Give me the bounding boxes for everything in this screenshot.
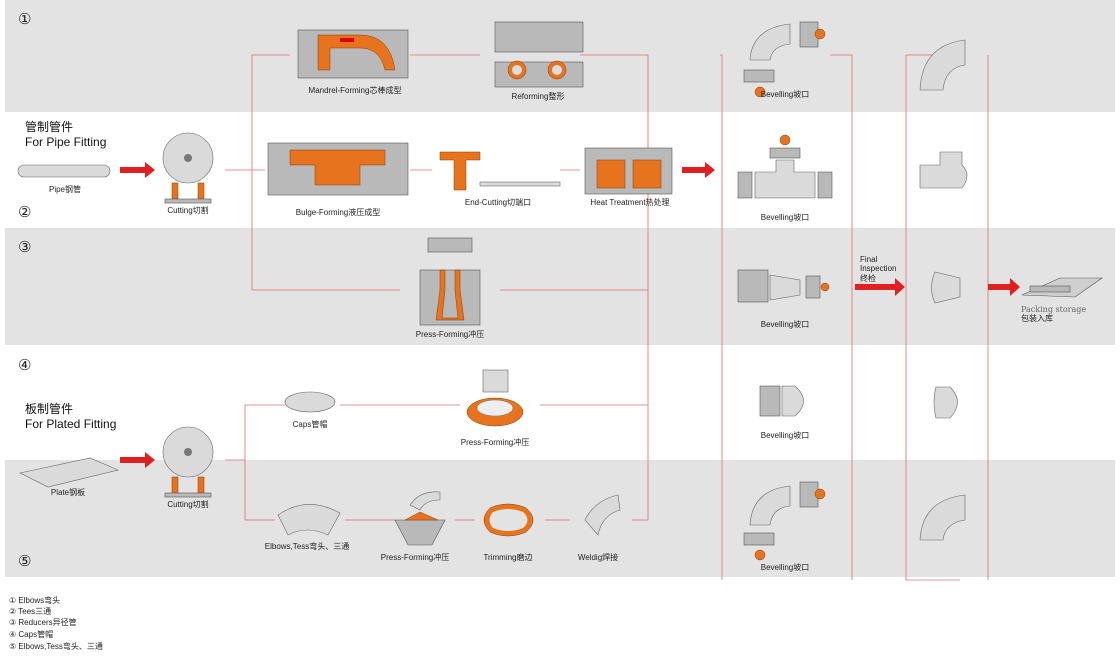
welding-image [584, 494, 621, 536]
press-forming-machine-1 [419, 237, 481, 326]
label-heat-treatment: Heat Treatment热处理 [590, 197, 669, 207]
final-reducer [931, 271, 961, 304]
trimming-inner [489, 509, 528, 531]
label-cutting-2: Cutting切割 [167, 499, 208, 509]
label-end-cutting: End-Cutting切端口 [465, 197, 531, 207]
label-final-2: Inspection [860, 264, 896, 273]
label-press-forming-3: Press-Forming冲压 [381, 552, 449, 562]
row-number-5: ⑤ [18, 553, 31, 570]
press-forming-machine-2 [466, 369, 524, 427]
arrow-icon [988, 278, 1020, 296]
row-number-4: ④ [18, 357, 31, 374]
label-elbows-tees: Elbows,Tess弯头、三通 [265, 541, 349, 551]
arrow-icon [855, 278, 905, 296]
plate-header-en: For Plated Fitting [25, 417, 116, 431]
label-welding: Weldig焊接 [578, 552, 618, 562]
pipe-header-cn: 管制管件 [25, 119, 73, 134]
arrow-icon [120, 162, 155, 178]
label-final-3: 终检 [860, 273, 876, 283]
final-cap [933, 386, 958, 419]
end-cutting-image [439, 151, 561, 191]
label-cutting-1: Cutting切割 [167, 205, 208, 215]
packing-storage-box [1021, 277, 1103, 298]
press-forming-machine-3 [394, 491, 446, 546]
bevel-cap [759, 385, 804, 417]
legend-item: ② Tees三通 [9, 606, 51, 616]
label-trimming: Trimming磨边 [483, 552, 532, 562]
band-3 [5, 228, 1115, 345]
final-elbow-2 [919, 494, 966, 541]
mandrel-forming-machine [297, 29, 409, 79]
label-bevelling-1: Bevelling坡口 [761, 89, 809, 99]
label-final-1: Final [860, 255, 878, 264]
plate-header-cn: 板制管件 [25, 401, 73, 416]
label-packing-cn: 包装入库 [1021, 313, 1053, 323]
legend-item: ① Elbows弯头 [9, 595, 60, 605]
legend-item: ⑤ Elbows,Tess弯头、三通 [9, 641, 103, 651]
pipe-header-en: For Pipe Fitting [25, 135, 106, 149]
connector-lines [225, 54, 989, 581]
band-1 [5, 0, 1115, 112]
final-tee [919, 151, 968, 189]
label-bevelling-3: Bevelling坡口 [761, 319, 809, 329]
label-press-forming-2: Press-Forming冲压 [461, 437, 529, 447]
label-bevelling-5: Bevelling坡口 [761, 562, 809, 572]
label-bulge-forming: Bulge-Forming液压成型 [296, 207, 380, 217]
label-reforming: Reforming整形 [512, 91, 565, 101]
row-number-1: ① [18, 11, 31, 28]
arrow-icon [682, 162, 715, 178]
plate-image [19, 457, 119, 488]
label-plate: Plate钢板 [51, 487, 85, 497]
cutting-machine-2 [162, 426, 214, 498]
label-mandrel-forming: Mandrel-Forming芯棒成型 [309, 85, 402, 95]
row-number-3: ③ [18, 239, 31, 256]
arrow-icon [120, 452, 155, 468]
pipe-image [17, 164, 111, 178]
bevel-elbow-2 [743, 481, 826, 561]
label-press-forming-1: Press-Forming冲压 [416, 329, 484, 339]
caps-image [284, 391, 336, 413]
legend-item: ③ Reducers异径管 [9, 617, 77, 627]
label-caps: Caps管帽 [293, 419, 328, 429]
bulge-forming-machine [267, 142, 409, 196]
row-number-2: ② [18, 204, 31, 221]
heat-treatment-furnace [584, 147, 673, 195]
label-pipe: Pipe钢管 [49, 184, 81, 194]
bevel-reducer [737, 269, 830, 303]
label-bevelling-4: Bevelling坡口 [761, 430, 809, 440]
bevel-elbow-1 [743, 21, 826, 98]
reforming-machine [494, 21, 584, 88]
elbows-plate-image [277, 504, 341, 536]
legend-item: ④ Caps管帽 [9, 629, 53, 639]
final-elbow [919, 39, 966, 91]
label-packing-en: Packing storage [1021, 305, 1086, 314]
cutting-machine-1 [162, 132, 214, 204]
bevel-tee [737, 134, 833, 199]
label-bevelling-2: Bevelling坡口 [761, 212, 809, 222]
